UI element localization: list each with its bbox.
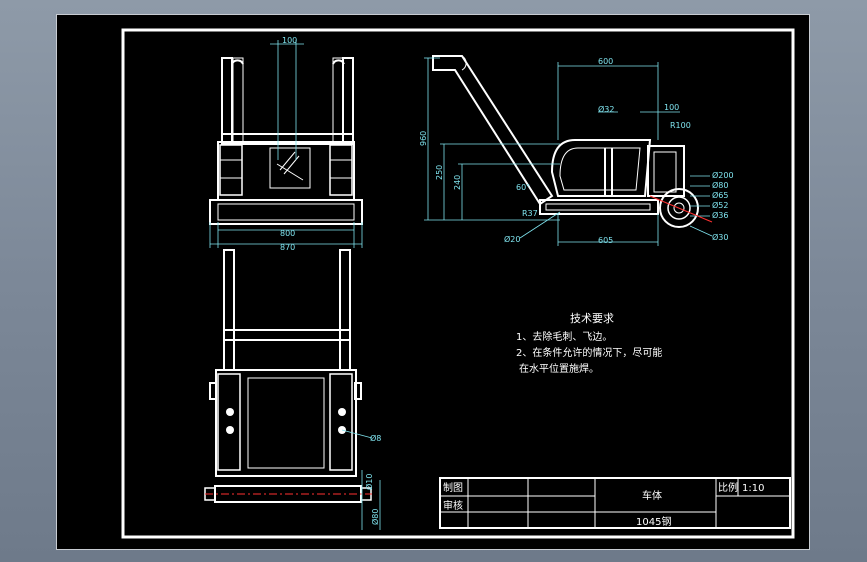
dim-wheel-1: Ø200: [712, 170, 734, 180]
dim-wheel-5: Ø36: [712, 210, 728, 220]
notes-line-1: 1、去除毛刺、飞边。: [516, 330, 612, 343]
wheel-dimension-labels: Ø200 Ø80 Ø65 Ø52 Ø36 Ø30: [712, 170, 734, 242]
dim-angle: 60°: [516, 183, 530, 192]
dim-240: 240: [453, 175, 462, 190]
wheel-centerline: [649, 195, 713, 223]
dim-100-side: 100: [664, 103, 679, 112]
front-view-bracket: [276, 151, 304, 181]
dim-axle-80: Ø80: [370, 509, 380, 525]
outer-frame: [121, 28, 795, 539]
dim-800: 800: [280, 229, 295, 238]
technical-notes: 技术要求 1、去除毛刺、飞边。 2、在条件允许的情况下，尽可能 在水平位置施焊。: [516, 312, 662, 375]
dim-r100: R100: [670, 121, 691, 130]
notes-line-2: 2、在条件允许的情况下，尽可能: [516, 346, 662, 359]
dim-870: 870: [280, 243, 295, 252]
dim-wheel-4: Ø52: [712, 200, 728, 210]
dim-100-front: 100: [282, 36, 297, 45]
dim-605: 605: [598, 236, 613, 245]
title-scale-value: 1:10: [742, 483, 764, 494]
dim-d20: Ø20: [504, 234, 520, 244]
dim-600: 600: [598, 57, 613, 66]
dim-pin: Ø8: [370, 433, 381, 443]
dim-960: 960: [419, 131, 428, 146]
dim-axle-10: Ø10: [364, 474, 374, 490]
title-block: [439, 477, 791, 529]
front-view: [204, 57, 372, 503]
dim-wheel-3: Ø65: [712, 190, 728, 200]
title-drawn-label: 制图: [443, 481, 463, 494]
title-part-name: 车体: [642, 489, 662, 502]
title-checked-label: 审核: [443, 499, 463, 512]
notes-line-3: 在水平位置施焊。: [519, 362, 599, 375]
side-view-dimensions: [424, 57, 713, 246]
front-view-dimensions: [209, 40, 381, 530]
notes-heading: 技术要求: [570, 312, 614, 325]
side-view: [432, 55, 699, 228]
title-material: 1045钢: [636, 515, 671, 528]
title-scale-label: 比例: [718, 481, 738, 494]
dim-d32: Ø32: [598, 104, 614, 114]
dim-r37: R37: [522, 209, 538, 218]
dim-250: 250: [435, 165, 444, 180]
dim-wheel-6: Ø30: [712, 232, 728, 242]
cad-drawing-viewport[interactable]: [56, 14, 810, 550]
front-view-holes: [226, 408, 346, 434]
dim-wheel-2: Ø80: [712, 180, 728, 190]
